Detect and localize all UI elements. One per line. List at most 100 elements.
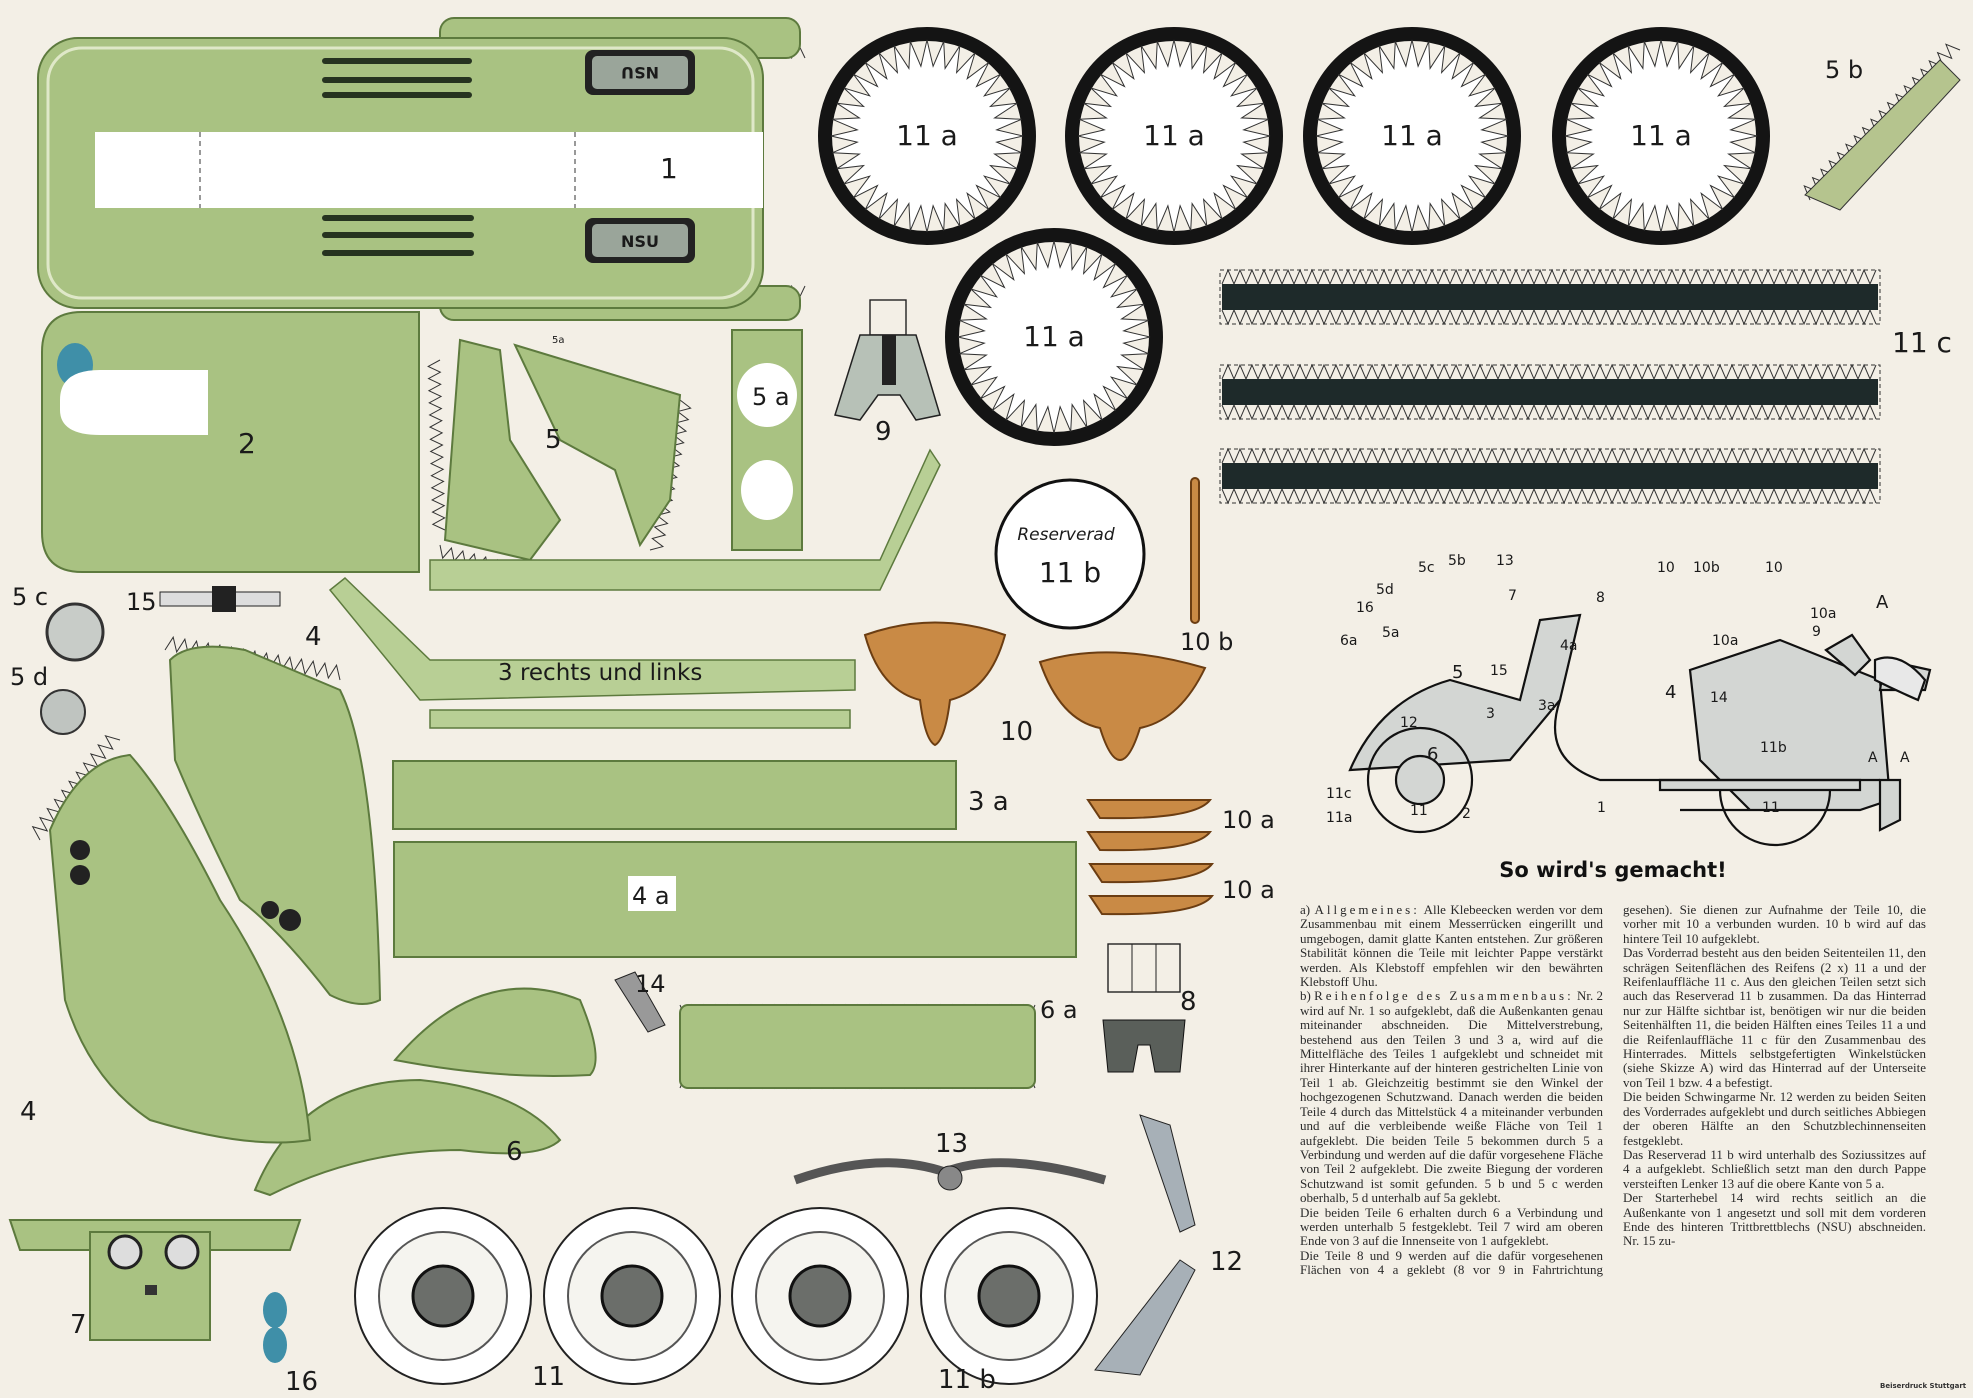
part-10b-handle: 10 b bbox=[1180, 477, 1233, 656]
svg-text:NSU: NSU bbox=[621, 63, 659, 82]
svg-text:11 a: 11 a bbox=[1023, 320, 1085, 353]
tread-strip bbox=[1222, 463, 1878, 489]
svg-text:10: 10 bbox=[1657, 560, 1675, 576]
svg-text:16: 16 bbox=[285, 1367, 318, 1397]
wheel-hub bbox=[411, 1264, 475, 1328]
wheel-sides-11: 11 11 b bbox=[354, 1207, 1098, 1395]
svg-text:NSU: NSU bbox=[621, 232, 659, 251]
svg-text:14: 14 bbox=[1710, 690, 1728, 706]
svg-text:7: 7 bbox=[70, 1310, 87, 1340]
svg-text:12: 12 bbox=[1210, 1247, 1243, 1277]
wheel-hub bbox=[977, 1264, 1041, 1328]
instruction-paragraph: Die beiden Schwingarme Nr. 12 werden zu … bbox=[1623, 1089, 1926, 1148]
svg-text:11 a: 11 a bbox=[1381, 119, 1443, 152]
svg-text:11 a: 11 a bbox=[896, 119, 958, 152]
svg-text:6a: 6a bbox=[1340, 633, 1358, 649]
tread-strip-tab bbox=[1219, 448, 1881, 504]
tread-zigzag-tab bbox=[1221, 447, 1877, 465]
svg-text:3 rechts und links: 3 rechts und links bbox=[498, 660, 702, 686]
svg-text:3: 3 bbox=[1486, 706, 1495, 722]
glue-tab-zigzag bbox=[31, 734, 121, 841]
svg-text:11 b: 11 b bbox=[938, 1365, 996, 1395]
glue-tab-zigzag bbox=[649, 399, 692, 551]
tread-zigzag-tab bbox=[1221, 363, 1877, 381]
svg-text:10 a: 10 a bbox=[1222, 876, 1275, 904]
part-14-kickstart: 14 bbox=[614, 970, 666, 1033]
part-7-dashboard: 7 bbox=[8, 1219, 302, 1341]
tread-strip bbox=[1222, 379, 1878, 405]
svg-text:9: 9 bbox=[1812, 624, 1821, 640]
svg-text:5: 5 bbox=[545, 425, 562, 455]
svg-text:A: A bbox=[1868, 750, 1878, 766]
svg-text:11b: 11b bbox=[1760, 740, 1787, 756]
part-6a-fender-strip: 6 a bbox=[679, 996, 1078, 1089]
part-5-side-panels: 5 5a bbox=[443, 335, 682, 562]
svg-text:11: 11 bbox=[1762, 800, 1780, 816]
instruction-paragraph: Die beiden Teile 6 erhalten durch 6 a Ve… bbox=[1300, 1204, 1603, 1249]
vent-slots bbox=[322, 58, 474, 256]
part-5b-windshield: 5 b bbox=[1804, 56, 1961, 211]
tyre-zigzag-tab bbox=[1315, 39, 1509, 233]
tread-strip-tab bbox=[1219, 364, 1881, 420]
svg-text:1: 1 bbox=[660, 152, 678, 185]
svg-text:12: 12 bbox=[1400, 715, 1418, 731]
part-13-handlebar: 13 bbox=[793, 1129, 1107, 1191]
svg-text:14: 14 bbox=[635, 970, 666, 998]
svg-text:7: 7 bbox=[1508, 588, 1517, 604]
part-5a-strip: 5 a bbox=[731, 329, 803, 551]
instruction-paragraph: Der Starterhebel 14 wird rechts seitlich… bbox=[1623, 1190, 1926, 1249]
svg-text:11 a: 11 a bbox=[1630, 119, 1692, 152]
tyre-sides-11a: 11 a 11 a 11 a 11 a 11 a bbox=[818, 27, 1770, 446]
svg-text:5: 5 bbox=[1452, 662, 1463, 683]
tyre-zigzag-tab bbox=[1077, 39, 1271, 233]
tread-zigzag-tab bbox=[1221, 308, 1877, 326]
svg-text:13: 13 bbox=[1496, 553, 1514, 569]
svg-text:15: 15 bbox=[1490, 663, 1508, 679]
svg-text:1: 1 bbox=[1597, 800, 1606, 816]
part-8-rack-front: 8 bbox=[1102, 943, 1197, 1073]
svg-text:5 c: 5 c bbox=[12, 583, 48, 611]
svg-text:6: 6 bbox=[506, 1137, 523, 1167]
svg-text:8: 8 bbox=[1596, 590, 1605, 606]
tread-strip-tab bbox=[1219, 269, 1881, 325]
svg-text:8: 8 bbox=[1180, 987, 1197, 1017]
svg-text:10a: 10a bbox=[1712, 633, 1738, 649]
svg-text:10 a: 10 a bbox=[1222, 806, 1275, 834]
svg-text:4: 4 bbox=[305, 622, 322, 652]
tyre-zigzag-tab bbox=[830, 39, 1024, 233]
svg-text:11: 11 bbox=[532, 1362, 565, 1392]
instruction-paragraph: Die Teile 8 und 9 werden auf die dafür v… bbox=[1300, 902, 1926, 1278]
part-10-seats: 10 bbox=[863, 621, 1207, 762]
tyre-ring bbox=[945, 228, 1163, 446]
tyre-ring bbox=[1552, 27, 1770, 245]
assembly-diagram bbox=[1348, 613, 1932, 847]
part-4-side-body: 4 4 bbox=[20, 622, 382, 1144]
tyre-ring bbox=[1065, 27, 1283, 245]
svg-text:11 c: 11 c bbox=[1892, 326, 1952, 359]
part-10a-brackets: 10 a 10 a bbox=[1086, 799, 1275, 916]
svg-text:10b: 10b bbox=[1693, 560, 1720, 576]
svg-text:11 a: 11 a bbox=[1143, 119, 1205, 152]
instruction-paragraph: Das Vorderrad besteht aus den beiden Sei… bbox=[1623, 945, 1926, 1090]
svg-text:2: 2 bbox=[1462, 806, 1471, 822]
part-5d-horn: 5 d bbox=[10, 663, 86, 735]
glue-tab-zigzag bbox=[427, 359, 446, 531]
tread-zigzag-tab bbox=[1221, 403, 1877, 421]
svg-text:5a: 5a bbox=[552, 335, 565, 346]
part-2-front-shield: 2 bbox=[41, 311, 420, 573]
part-1-floor: NSU NSU 1 bbox=[37, 17, 801, 321]
svg-text:Reserverad: Reserverad bbox=[1017, 525, 1115, 545]
part-11b-spare-wheel: Reserverad 11 b bbox=[994, 478, 1146, 630]
wheel-hub bbox=[788, 1264, 852, 1328]
svg-text:4a: 4a bbox=[1560, 638, 1578, 654]
tread-zigzag-tab bbox=[1221, 268, 1877, 286]
svg-text:4 a: 4 a bbox=[632, 882, 670, 910]
svg-text:10a: 10a bbox=[1810, 606, 1836, 622]
tyre-ring bbox=[1303, 27, 1521, 245]
part-5c-headlight: 5 c bbox=[12, 583, 105, 662]
assembly-instructions: a) Allgemeines: Alle Klebeecken werden v… bbox=[1300, 902, 1926, 1278]
svg-text:3a: 3a bbox=[1538, 698, 1556, 714]
svg-text:13: 13 bbox=[935, 1129, 968, 1159]
tyre-zigzag-tab bbox=[957, 240, 1151, 434]
